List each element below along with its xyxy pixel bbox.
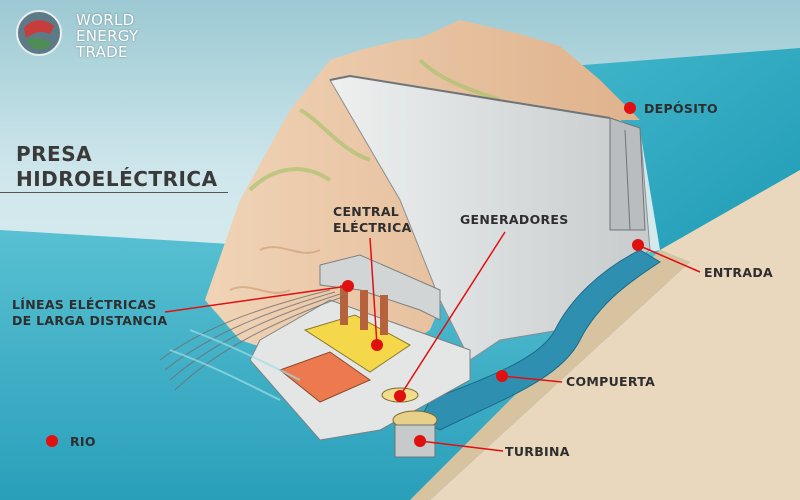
label-rio: RIO (70, 434, 96, 449)
markers (46, 102, 644, 447)
label-lineas-electricas: LÍNEAS ELÉCTRICAS DE LARGA DISTANCIA (12, 297, 167, 329)
marker-central (371, 339, 383, 351)
label-central-line-1: CENTRAL (333, 204, 400, 219)
globe-icon (16, 10, 62, 56)
title-line-1: PRESA (16, 142, 93, 166)
logo-line-1: WORLD (76, 11, 135, 29)
marker-entrada (632, 239, 644, 251)
logo: WORLD ENERGY TRADE (14, 6, 174, 64)
label-compuerta: COMPUERTA (566, 374, 656, 389)
marker-compuerta (496, 370, 508, 382)
label-entrada: ENTRADA (704, 265, 773, 280)
road-bank (430, 170, 800, 500)
logo-line-2: ENERGY (76, 27, 139, 45)
penstock (419, 249, 661, 431)
pointer-lines (164, 231, 701, 452)
marker-lineas (342, 280, 354, 292)
label-turbina: TURBINA (505, 444, 570, 459)
label-lineas-line-2: DE LARGA DISTANCIA (12, 313, 168, 328)
marker-deposito (624, 102, 636, 114)
title-line-2: HIDROELÉCTRICA (16, 167, 218, 191)
marker-generadores (394, 390, 406, 402)
title-divider (0, 192, 228, 193)
label-lineas-line-1: LÍNEAS ELÉCTRICAS (12, 297, 157, 312)
power-house (249, 299, 471, 441)
logo-line-3: TRADE (76, 43, 128, 61)
power-lines (159, 289, 346, 391)
marker-rio (46, 435, 58, 447)
label-central-electrica: CENTRAL ELÉCTRICA (333, 204, 412, 236)
label-generadores: GENERADORES (460, 212, 569, 227)
orange-roof (278, 351, 372, 403)
page-title: PRESA HIDROELÉCTRICA (16, 142, 218, 192)
marker-turbina (414, 435, 426, 447)
label-central-line-2: ELÉCTRICA (333, 220, 412, 235)
generator-roof (303, 314, 411, 373)
label-deposito: DEPÓSITO (644, 101, 718, 116)
